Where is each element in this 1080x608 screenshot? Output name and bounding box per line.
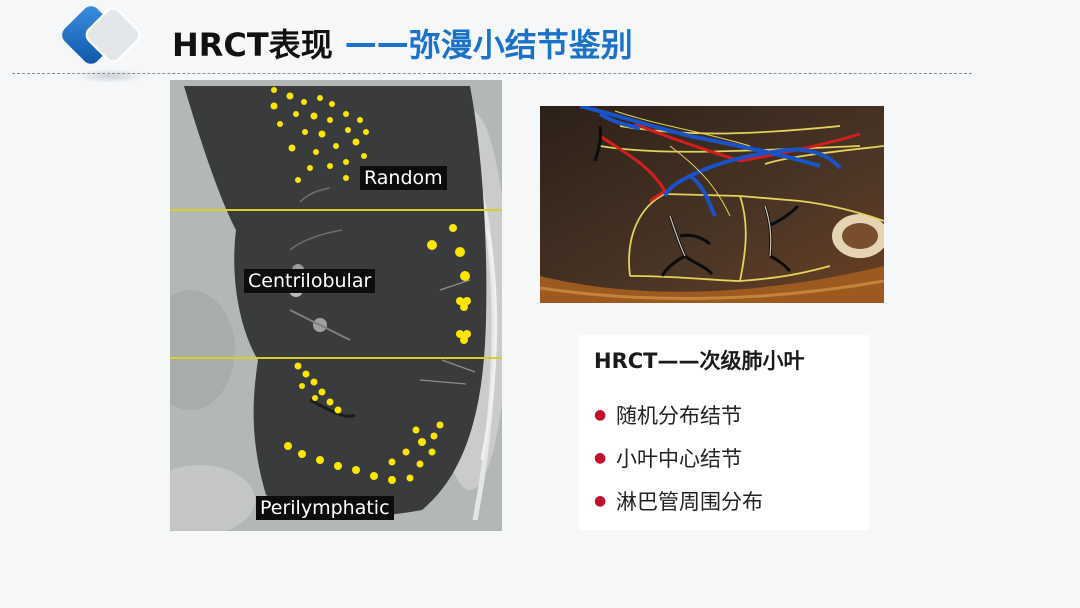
lobule-diagram — [540, 106, 884, 303]
label-perilymphatic: Perilymphatic — [256, 496, 394, 520]
title-subtitle: 弥漫小结节鉴别 — [408, 26, 633, 64]
list-item: ● 随机分布结节 — [594, 393, 763, 436]
ct-scan-image — [170, 80, 502, 531]
title-main: HRCT表现 — [172, 26, 333, 64]
slide-title: HRCT表现 —— 弥漫小结节鉴别 — [172, 18, 633, 68]
secondary-lobule-illustration — [540, 106, 884, 303]
list-item-text: 淋巴管周围分布 — [616, 489, 763, 514]
card-title: HRCT——次级肺小叶 — [594, 349, 805, 373]
bullet-dot-icon: ● — [594, 406, 607, 423]
bullet-list: ● 随机分布结节 ● 小叶中心结节 ● 淋巴管周围分布 — [594, 393, 763, 522]
bullet-dot-icon: ● — [594, 492, 607, 509]
bullet-dot-icon: ● — [594, 449, 607, 466]
ct-scan-figure: Random Centrilobular Perilymphatic — [170, 80, 502, 531]
logo — [58, 2, 158, 86]
title-divider — [12, 73, 972, 74]
list-item-text: 小叶中心结节 — [616, 446, 742, 471]
info-card: HRCT——次级肺小叶 ● 随机分布结节 ● 小叶中心结节 ● 淋巴管周围分布 — [579, 335, 869, 530]
centrilobular-nodules — [427, 224, 471, 344]
list-item-text: 随机分布结节 — [616, 403, 742, 428]
label-centrilobular: Centrilobular — [244, 269, 376, 293]
title-dash: —— — [344, 24, 409, 62]
perilymphatic-nodules — [284, 362, 444, 484]
list-item: ● 小叶中心结节 — [594, 436, 763, 479]
label-random: Random — [360, 166, 447, 190]
random-nodules — [270, 87, 369, 183]
pulmonary-veins — [579, 106, 842, 217]
list-item: ● 淋巴管周围分布 — [594, 479, 763, 522]
